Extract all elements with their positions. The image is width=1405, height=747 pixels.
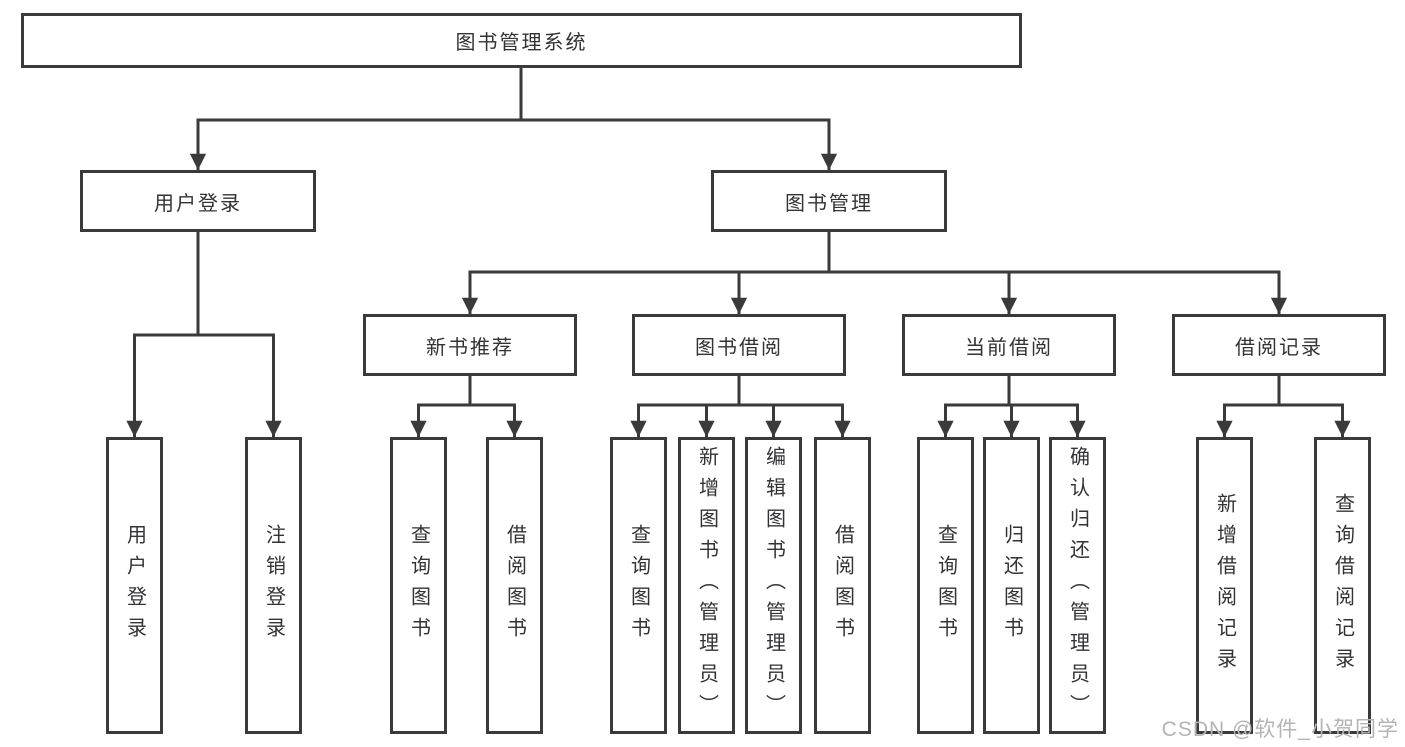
leaf-borrow-edit-books-admin: 编辑图书（管理员）	[745, 437, 802, 734]
leaf-user-login-label: 用户登录	[123, 523, 146, 648]
leaf-current-query-books-label: 查询图书	[934, 523, 957, 648]
leaf-current-return-books-label: 归还图书	[1000, 523, 1023, 648]
node-new-book-recommend: 新书推荐	[363, 314, 577, 376]
node-book-management-label: 图书管理	[785, 192, 873, 215]
leaf-records-add-record-label: 新增借阅记录	[1213, 492, 1236, 679]
leaf-recommend-query-books: 查询图书	[390, 437, 447, 734]
node-borrow-records-label: 借阅记录	[1235, 336, 1323, 359]
node-book-borrow: 图书借阅	[632, 314, 846, 376]
leaf-current-confirm-return-admin: 确认归还（管理员）	[1049, 437, 1106, 734]
leaf-borrow-query-books-label: 查询图书	[627, 523, 650, 648]
leaf-borrow-add-books-admin: 新增图书（管理员）	[678, 437, 735, 734]
leaf-borrow-edit-books-admin-label: 编辑图书（管理员）	[762, 446, 785, 725]
leaf-borrow-query-books: 查询图书	[610, 437, 667, 734]
node-book-management: 图书管理	[711, 170, 947, 232]
leaf-logout-label: 注销登录	[262, 523, 285, 648]
leaf-recommend-borrow-books: 借阅图书	[486, 437, 543, 734]
node-root: 图书管理系统	[21, 13, 1022, 68]
node-user-login-label: 用户登录	[154, 192, 242, 215]
node-user-login: 用户登录	[80, 170, 316, 232]
leaf-borrow-borrow-books-label: 借阅图书	[831, 523, 854, 648]
node-current-borrow-label: 当前借阅	[965, 336, 1053, 359]
leaf-recommend-query-books-label: 查询图书	[407, 523, 430, 648]
leaf-logout: 注销登录	[245, 437, 302, 734]
node-current-borrow: 当前借阅	[902, 314, 1116, 376]
leaf-current-query-books: 查询图书	[917, 437, 974, 734]
node-new-book-recommend-label: 新书推荐	[426, 336, 514, 359]
leaf-user-login: 用户登录	[106, 437, 163, 734]
leaf-records-query-record: 查询借阅记录	[1314, 437, 1371, 734]
leaf-borrow-borrow-books: 借阅图书	[814, 437, 871, 734]
node-root-label: 图书管理系统	[455, 32, 588, 54]
leaf-records-query-record-label: 查询借阅记录	[1331, 492, 1354, 679]
leaf-recommend-borrow-books-label: 借阅图书	[503, 523, 526, 648]
leaf-current-confirm-return-admin-label: 确认归还（管理员）	[1066, 446, 1089, 725]
leaf-current-return-books: 归还图书	[983, 437, 1040, 734]
leaf-records-add-record: 新增借阅记录	[1196, 437, 1253, 734]
node-book-borrow-label: 图书借阅	[695, 336, 783, 359]
node-borrow-records: 借阅记录	[1172, 314, 1386, 376]
leaf-borrow-add-books-admin-label: 新增图书（管理员）	[695, 446, 718, 725]
